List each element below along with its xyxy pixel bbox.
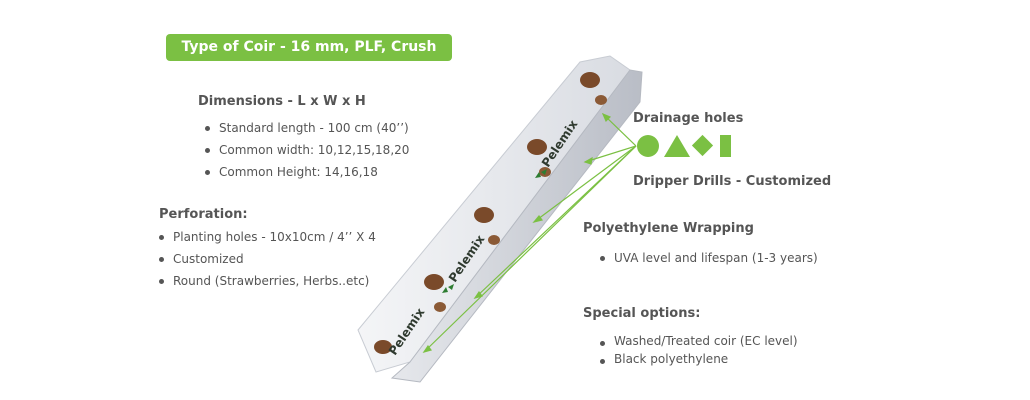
arrow-head-icon [422, 344, 433, 354]
triangle-shape-icon [664, 135, 690, 157]
planting-hole [580, 72, 600, 88]
dimensions-heading: Dimensions - L x W x H [198, 94, 366, 109]
planting-hole [374, 340, 392, 354]
planting-hole [527, 139, 547, 155]
leaf-logo-icon [442, 284, 454, 293]
planting-hole [434, 302, 446, 312]
list-item: UVA level and lifespan (1-3 years) [600, 247, 818, 269]
perforation-heading: Perforation: [159, 207, 248, 222]
planting-hole [424, 274, 444, 290]
list-item: Common Height: 14,16,18 [205, 161, 409, 183]
circle-shape-icon [637, 135, 659, 157]
coir-type-badge: Type of Coir - 16 mm, PLF, Crush Pro [166, 34, 452, 82]
list-item: Round (Strawberries, Herbs..etc) [159, 270, 376, 292]
dripper-drills-heading: Dripper Drills - Customized [633, 174, 832, 189]
rectangle-shape-icon [720, 135, 731, 157]
arrow-head-icon [473, 290, 484, 300]
wrapping-list: UVA level and lifespan (1-3 years) [600, 247, 818, 269]
arrow-head-icon [583, 156, 593, 165]
planting-hole [595, 95, 607, 105]
polyethylene-wrapping-heading: Polyethylene Wrapping [583, 221, 754, 236]
list-item: Washed/Treated coir (EC level) [600, 332, 798, 350]
callout-line [533, 145, 637, 223]
callout-line [584, 145, 637, 163]
planting-hole [488, 235, 500, 245]
list-item: Common width: 10,12,15,18,20 [205, 139, 409, 161]
planting-holes [374, 72, 607, 354]
callout-line [423, 145, 637, 353]
special-options-list: Washed/Treated coir (EC level) Black pol… [600, 332, 798, 368]
leaf-logo-icon [535, 169, 547, 178]
list-item: Black polyethylene [600, 350, 798, 368]
perforation-list: Planting holes - 10x10cm / 4’’ X 4 Custo… [159, 226, 376, 292]
list-item: Planting holes - 10x10cm / 4’’ X 4 [159, 226, 376, 248]
special-options-heading: Special options: [583, 306, 701, 321]
list-item: Standard length - 100 cm (40’’) [205, 117, 409, 139]
dimensions-list: Standard length - 100 cm (40’’) Common w… [205, 117, 409, 183]
arrow-head-icon [601, 112, 612, 123]
drainage-holes-heading: Drainage holes [633, 111, 744, 126]
arrow-head-icon [532, 215, 544, 224]
planting-hole [474, 207, 494, 223]
grow-bag-body [357, 55, 643, 383]
list-item: Customized [159, 248, 376, 270]
